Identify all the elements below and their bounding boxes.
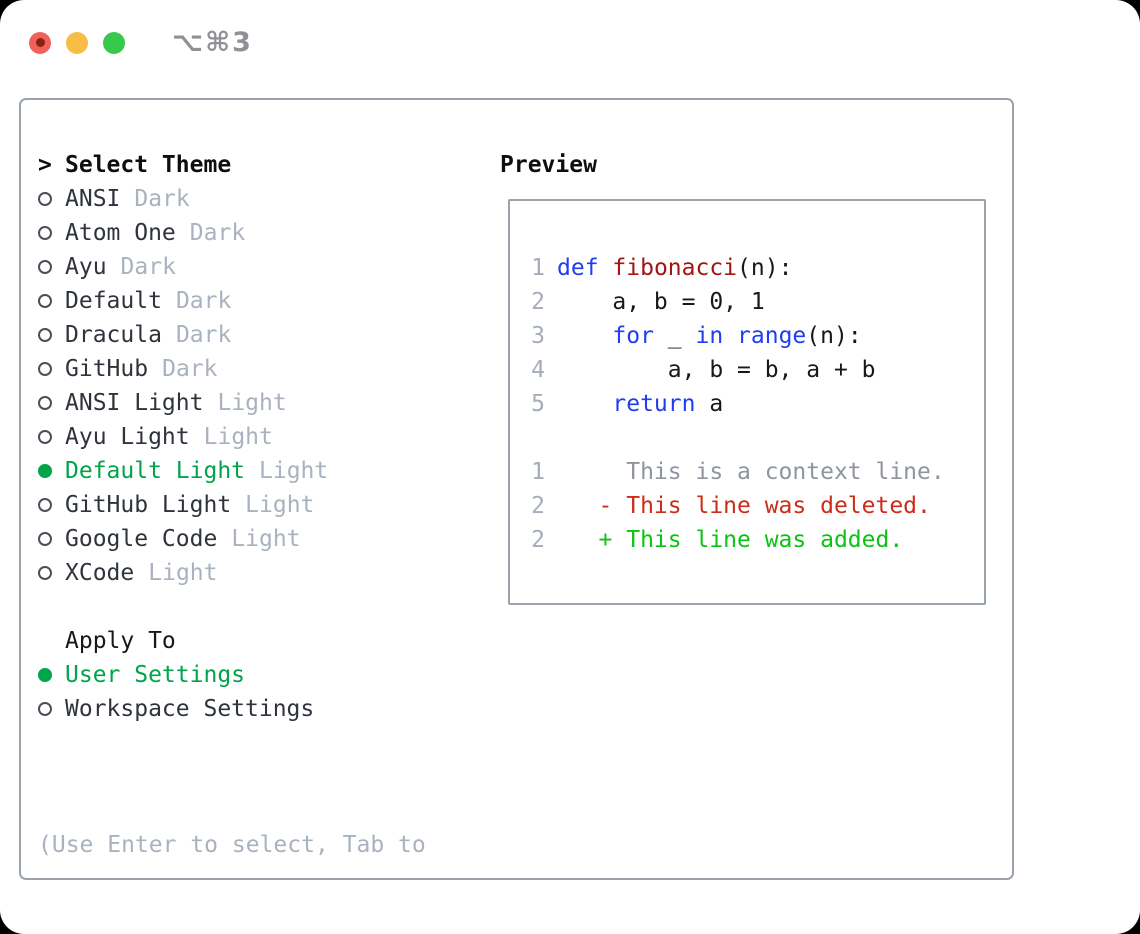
line-number: 3 [531,323,545,349]
apply-option-label: Workspace Settings [65,696,315,722]
close-dot-icon [35,38,45,47]
radio-icon [38,702,65,716]
close-button[interactable] [29,31,51,54]
theme-variant-tag: Light [231,526,301,552]
radio-icon [38,226,65,240]
line-content: - This line was deleted. [557,493,931,519]
theme-option-label: XCode [65,560,135,586]
minimize-button[interactable] [66,31,88,54]
theme-option-label: Ayu [65,254,107,280]
line-number: 2 [531,527,545,553]
theme-list-header: > Select Theme [38,148,328,182]
line-number: 1 [531,255,545,281]
window-titlebar: ⌥⌘3 [29,27,253,58]
theme-option-label: ANSI Light [65,390,204,416]
theme-option-dracula[interactable]: Dracula Dark [38,318,328,352]
theme-variant-tag: Dark [175,322,232,348]
radio-icon [38,668,65,682]
theme-variant-tag: Light [148,560,218,586]
zoom-button[interactable] [103,31,125,54]
theme-option-label: Atom One [65,220,176,246]
radio-icon [38,498,65,512]
preview-code-line [510,421,984,455]
preview-title: Preview [500,152,597,178]
radio-icon [38,430,65,444]
line-number: 5 [531,391,545,417]
line-content: return a [612,391,724,417]
line-content: + This line was added. [557,527,904,553]
apply-to-title: Apply To [65,628,176,654]
preview-code-line: 4 a, b = b, a + b [510,353,984,387]
theme-option-ansi-light[interactable]: ANSI Light Light [38,386,328,420]
radio-icon [38,566,65,580]
theme-option-label: Ayu Light [65,424,190,450]
theme-option-label: GitHub Light [65,492,232,518]
theme-variant-tag: Dark [189,220,246,246]
line-content: This is a context line. [557,459,945,485]
theme-variant-tag: Light [217,390,287,416]
line-number: 2 [531,289,545,315]
theme-variant-tag: Dark [134,186,190,212]
radio-icon [38,396,65,410]
theme-option-google-code[interactable]: Google Code Light [38,522,328,556]
line-content: a, b = b, a + b [557,357,876,383]
line-content: def fibonacci(n): [557,255,793,281]
apply-option-workspace-settings[interactable]: Workspace Settings [38,692,314,726]
line-number: 1 [531,459,545,485]
line-number: 4 [531,357,545,383]
theme-option-label: GitHub [65,356,149,382]
theme-variant-tag: Dark [162,356,218,382]
preview-code-line: 5 return a [510,387,984,421]
theme-option-atom-one[interactable]: Atom One Dark [38,216,328,250]
apply-option-label: User Settings [65,662,246,688]
keyboard-shortcut-label: ⌥⌘3 [172,27,253,58]
theme-option-xcode[interactable]: XCode Light [38,556,328,590]
theme-variant-tag: Dark [175,288,232,314]
radio-icon [38,464,65,478]
theme-option-github[interactable]: GitHub Dark [38,352,328,386]
radio-icon [38,362,65,376]
theme-variant-tag: Dark [120,254,176,280]
radio-icon [38,192,65,206]
theme-option-label: ANSI [65,186,121,212]
theme-variant-tag: Light [203,424,273,450]
radio-icon [38,532,65,546]
theme-option-ayu[interactable]: Ayu Dark [38,250,328,284]
preview-code-line: 2 + This line was added. [510,523,984,557]
preview-code-line: 2 a, b = 0, 1 [510,285,984,319]
selection-prompt-icon: > [38,152,52,178]
apply-to-header-row: Apply To [38,624,314,658]
line-number: 2 [531,493,545,519]
usage-hint-line-1: (Use Enter to select, Tab to [38,832,426,858]
apply-option-user-settings[interactable]: User Settings [38,658,314,692]
theme-option-default[interactable]: Default Dark [38,284,328,318]
usage-hint-line-2: change focus) [38,930,426,934]
theme-option-ansi[interactable]: ANSI Dark [38,182,328,216]
preview-code-line: 1 This is a context line. [510,455,984,489]
theme-option-label: Dracula [65,322,162,348]
theme-option-label: Default [65,288,162,314]
line-content: a, b = 0, 1 [557,289,765,315]
radio-icon [38,260,65,274]
theme-variant-tag: Light [245,492,315,518]
theme-option-ayu-light[interactable]: Ayu Light Light [38,420,328,454]
line-number [510,421,545,455]
theme-option-github-light[interactable]: GitHub Light Light [38,488,328,522]
radio-icon [38,294,65,308]
theme-option-default-light[interactable]: Default Light Light [38,454,328,488]
preview-code-line: 1 def fibonacci(n): [510,251,984,285]
preview-code-line: 3 for _ in range(n): [510,319,984,353]
theme-list-title: Select Theme [65,152,232,178]
theme-option-label: Google Code [65,526,218,552]
theme-option-label: Default Light [65,458,246,484]
line-content: for _ in range(n): [612,323,862,349]
usage-hint: (Use Enter to select, Tab to change focu… [38,760,426,934]
radio-icon [38,328,65,342]
preview-code-line: 2 - This line was deleted. [510,489,984,523]
theme-variant-tag: Light [259,458,329,484]
